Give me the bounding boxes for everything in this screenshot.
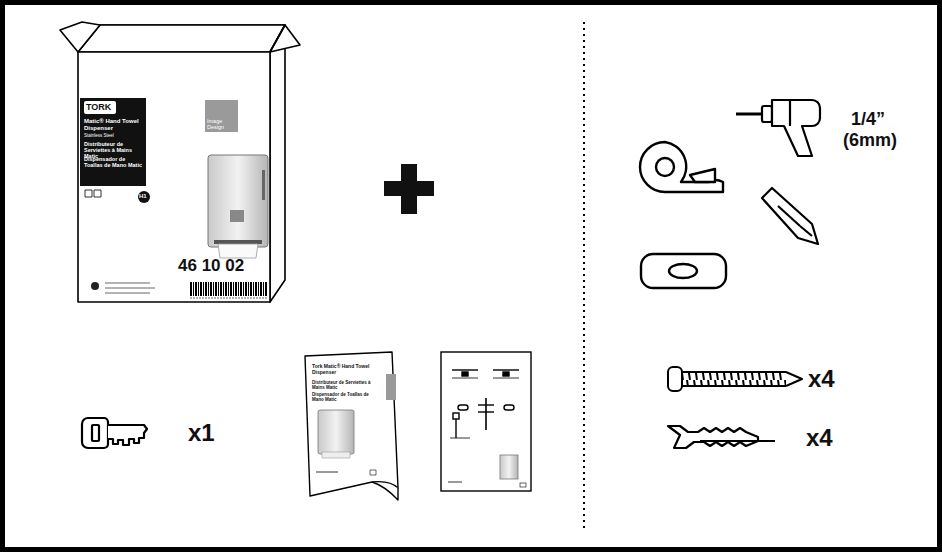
product-box xyxy=(60,22,300,302)
quantity: x1 xyxy=(188,420,215,447)
wall-anchor xyxy=(668,426,775,448)
screw xyxy=(668,367,802,391)
system-code: H1 xyxy=(139,193,147,200)
screwdriver-bit xyxy=(762,188,818,244)
product-name: Matic® Hand Towel Dispenser xyxy=(84,118,142,131)
brand-logo: TORK xyxy=(86,102,111,112)
mounting-template xyxy=(441,352,531,491)
plus-sign xyxy=(384,164,434,214)
drill-size: 1/4” xyxy=(851,109,885,129)
tape-measure xyxy=(640,142,723,192)
manual-title-fr: Distributeur de Serviettes à Mains Matic xyxy=(312,380,372,390)
frame xyxy=(3,3,940,550)
user-manual xyxy=(305,352,398,500)
manual-title: Tork Matic® Hand Towel Dispenser xyxy=(312,364,372,375)
product-material: Stainless Steel xyxy=(84,133,142,138)
quantity: x4 xyxy=(808,366,835,393)
divider xyxy=(583,22,585,532)
manual-title-es: Dispensador de Toallas de Mano Matic xyxy=(312,392,372,402)
drill-size-metric: (6mm) xyxy=(843,130,897,150)
quantity: x4 xyxy=(806,425,833,452)
article-number: 46 10 02 xyxy=(178,256,244,275)
design-tag: Image Design xyxy=(207,118,237,130)
drill xyxy=(736,100,820,156)
key xyxy=(82,418,147,448)
spirit-level xyxy=(641,254,726,288)
product-name-es: Dispensador de Toallas de Mano Matic xyxy=(84,156,142,168)
